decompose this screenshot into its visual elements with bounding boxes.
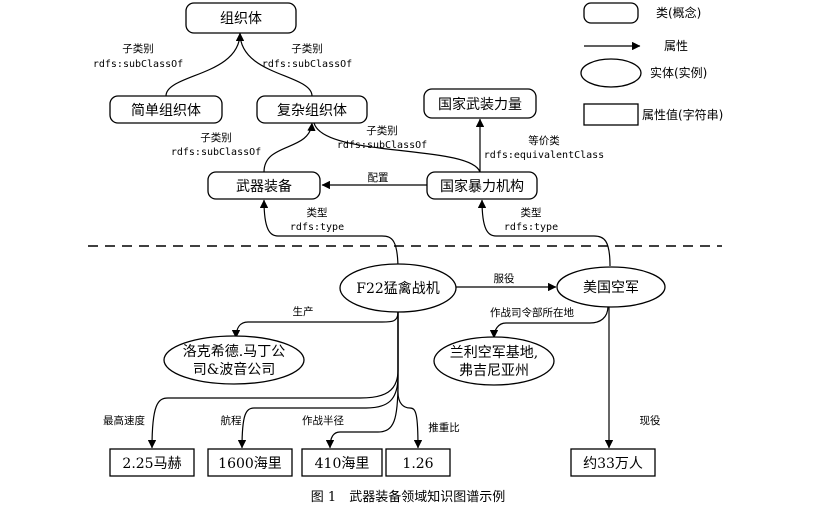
- svg-text:弗吉尼亚州: 弗吉尼亚州: [459, 363, 529, 379]
- instance-node-usaf: 美国空军: [556, 266, 666, 308]
- label-subclass-weapon: 子类别: [200, 131, 232, 144]
- svg-text:国家暴力机构: 国家暴力机构: [440, 178, 524, 195]
- svg-text:国家武装力量: 国家武装力量: [438, 96, 522, 113]
- class-node-weapon-equipment: 武器装备: [207, 171, 321, 200]
- value-node-active-duty: 约33万人: [570, 448, 656, 477]
- figure-caption: 图 1 武器装备领域知识图谱示例: [311, 489, 505, 505]
- edge-simple-to-org: [165, 32, 245, 97]
- label-combat-radius: 作战半径: [302, 414, 344, 427]
- label-range: 航程: [221, 414, 242, 427]
- edge-f22-range: [237, 312, 399, 449]
- legend: 类(概念) 属性 实体(实例) 属性值(字符串): [580, 2, 723, 126]
- edge-violence-to-complex: [313, 122, 481, 173]
- label-hq-location: 作战司令部所在地: [490, 306, 574, 319]
- edge-complex-to-org: [239, 32, 313, 97]
- edge-usaf-hq-langley: [489, 305, 609, 339]
- value-node-range: 1600海里: [207, 448, 293, 477]
- svg-text:兰利空军基地,: 兰利空军基地,: [450, 344, 538, 361]
- label-subclass-weapon-rdfs: rdfs:subClassOf: [171, 147, 261, 158]
- svg-text:洛克希德.马丁公: 洛克希德.马丁公: [183, 344, 285, 360]
- edge-f22-combat-radius: [325, 312, 399, 449]
- svg-text:武器装备: 武器装备: [236, 178, 292, 195]
- svg-text:410海里: 410海里: [315, 456, 370, 472]
- svg-text:1600海里: 1600海里: [218, 456, 282, 472]
- label-subclass-left-rdfs: rdfs:subClassOf: [93, 59, 183, 70]
- label-type-violence-rdfs: rdfs:type: [504, 222, 558, 233]
- value-node-thrust-weight: 1.26: [385, 448, 451, 477]
- svg-text:司&波音公司: 司&波音公司: [193, 361, 275, 378]
- label-produce: 生产: [293, 305, 314, 318]
- svg-text:属性值(字符串): 属性值(字符串): [642, 107, 723, 122]
- edge-usaf-type-violence: [477, 199, 611, 267]
- label-equivalent-class: 等价类: [528, 134, 560, 147]
- svg-text:属性: 属性: [664, 39, 688, 53]
- label-thrust-weight: 推重比: [428, 421, 460, 434]
- edge-f22-type-weapon: [259, 199, 399, 271]
- legend-property: 属性: [584, 39, 688, 53]
- svg-text:实体(实例): 实体(实例): [650, 65, 707, 80]
- svg-text:1.26: 1.26: [402, 456, 433, 472]
- edge-f22-max-speed: [147, 312, 399, 449]
- svg-text:简单组织体: 简单组织体: [131, 102, 201, 119]
- label-subclass-violence-rdfs: rdfs:subClassOf: [337, 140, 427, 151]
- legend-instance: 实体(实例): [580, 58, 707, 88]
- label-active-duty: 现役: [640, 414, 661, 427]
- edge-f22-produce-lockheed: [231, 311, 399, 339]
- edge-f22-thrust-weight: [397, 312, 423, 449]
- svg-text:类(概念): 类(概念): [656, 5, 701, 20]
- class-node-national-violence-org: 国家暴力机构: [426, 171, 538, 200]
- label-max-speed: 最高速度: [103, 414, 145, 427]
- svg-text:约33万人: 约33万人: [583, 456, 643, 472]
- label-subclass-right: 子类别: [291, 42, 323, 55]
- class-node-complex-org: 复杂组织体: [256, 95, 368, 124]
- value-node-max-speed: 2.25马赫: [109, 448, 195, 477]
- label-subclass-violence: 子类别: [366, 124, 398, 137]
- class-node-simple-org: 简单组织体: [109, 95, 223, 124]
- svg-text:复杂组织体: 复杂组织体: [277, 102, 347, 119]
- legend-class: 类(概念): [583, 2, 701, 24]
- label-subclass-left: 子类别: [122, 42, 154, 55]
- class-node-national-armed-force: 国家武装力量: [423, 88, 537, 119]
- svg-text:组织体: 组织体: [220, 11, 262, 27]
- svg-text:2.25马赫: 2.25马赫: [122, 456, 181, 472]
- instance-node-f22: F22猛禽战机: [339, 263, 457, 313]
- instance-node-langley: 兰利空军基地, 弗吉尼亚州: [433, 336, 555, 386]
- legend-value: 属性值(字符串): [583, 103, 723, 126]
- label-serve: 服役: [494, 272, 515, 285]
- label-equip: 配置: [368, 172, 389, 184]
- label-type-weapon: 类型: [307, 206, 328, 219]
- label-type-weapon-rdfs: rdfs:type: [290, 222, 344, 233]
- label-type-violence: 类型: [521, 206, 542, 219]
- svg-text:F22猛禽战机: F22猛禽战机: [356, 280, 440, 297]
- edge-weapon-to-complex: [263, 122, 316, 173]
- class-node-organization: 组织体: [185, 2, 297, 34]
- value-node-combat-radius: 410海里: [301, 448, 383, 477]
- label-subclass-right-rdfs: rdfs:subClassOf: [262, 59, 352, 70]
- svg-text:美国空军: 美国空军: [583, 280, 639, 296]
- label-equivalent-class-rdfs: rdfs:equivalentClass: [484, 150, 604, 161]
- instance-node-lockheed-boeing: 洛克希德.马丁公 司&波音公司: [163, 335, 305, 385]
